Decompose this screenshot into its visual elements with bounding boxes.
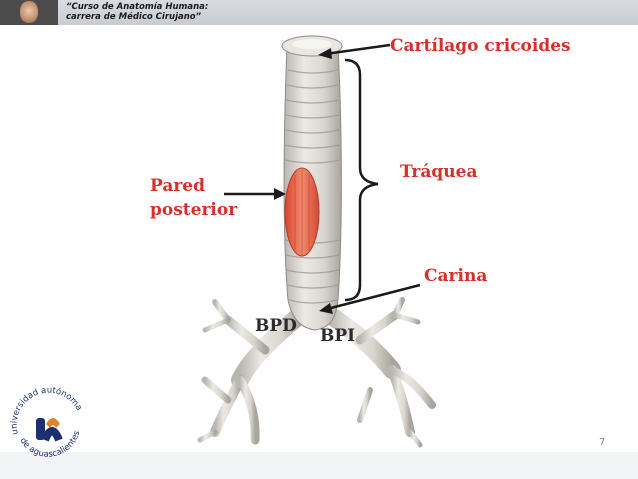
course-title: “Curso de Anatomía Humana: carrera de Mé… [66, 2, 208, 22]
label-bpi: BPI [320, 326, 355, 346]
label-posterior-wall-line2: posterior [150, 198, 237, 222]
slide-canvas [30, 25, 638, 454]
label-cricoid-cartilage: Cartílago cricoides [390, 36, 571, 56]
label-carina: Carina [424, 266, 487, 286]
logo-emblem-icon [36, 418, 60, 440]
portrait-face-icon [20, 1, 38, 23]
course-title-line1: “Curso de Anatomía Humana: [66, 2, 208, 12]
university-logo: universidad autónoma de aguascalientes [6, 382, 90, 466]
label-bpd: BPD [255, 316, 297, 336]
logo-arc-text-top: universidad autónoma [10, 386, 84, 436]
page-number: 7 [599, 437, 605, 448]
label-posterior-wall-line1: Pared [150, 174, 237, 198]
footer-band [0, 452, 638, 479]
course-title-line2: carrera de Médico Cirujano” [66, 12, 208, 22]
portrait-logo [0, 0, 58, 25]
label-posterior-wall: Pared posterior [150, 174, 237, 222]
label-trachea: Tráquea [400, 162, 477, 182]
